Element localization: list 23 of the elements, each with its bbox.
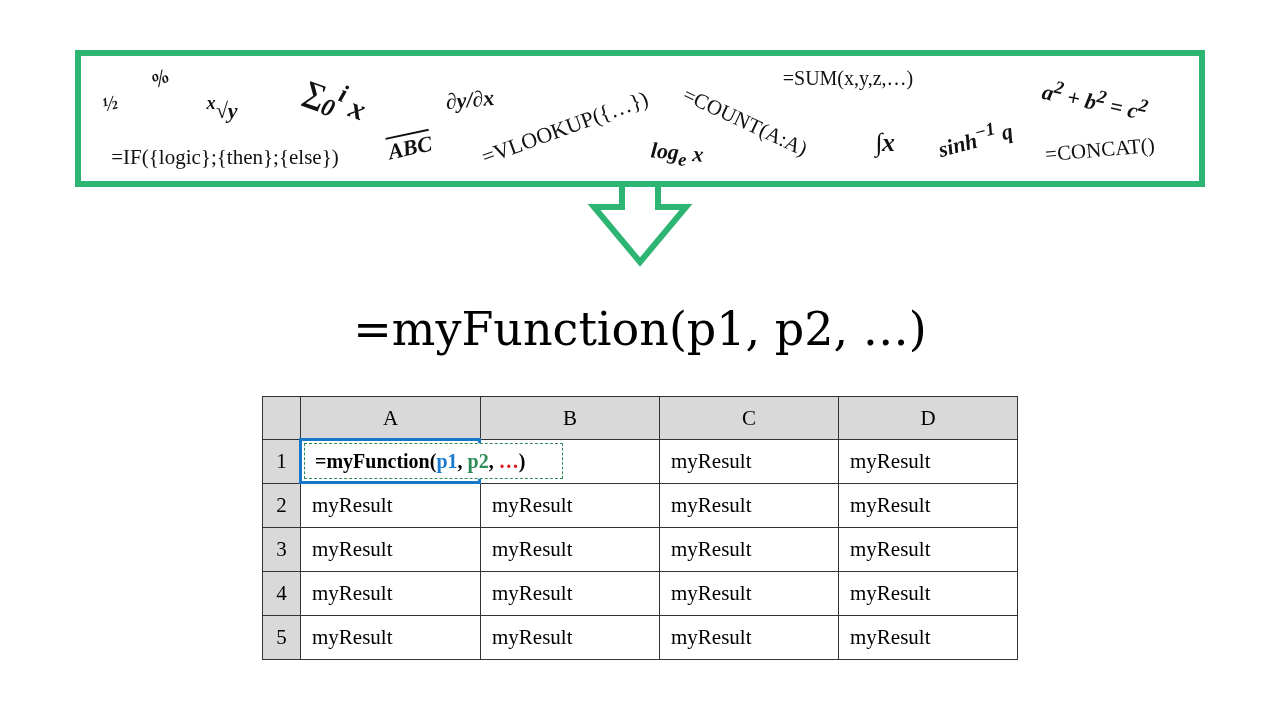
formula-text: ABC xyxy=(386,132,434,164)
formula-text: =CONCAT() xyxy=(1044,134,1156,166)
header-cell: 5 xyxy=(262,615,301,660)
formula-text: =IF({logic};{then};{else}) xyxy=(111,146,339,168)
formula-collection-box xyxy=(75,50,1205,187)
formula-text: ∫x xyxy=(874,130,896,156)
header-cell: 2 xyxy=(262,483,301,528)
function-heading: =myFunction(p1, p2, …) xyxy=(353,302,927,356)
formula-text: a$^{2}$ + b$^{2}$ = c$^{2}$ xyxy=(1040,75,1150,125)
formula-text: % xyxy=(147,65,173,91)
header-cell: C xyxy=(659,396,839,440)
formula-text: $^{x}$√y xyxy=(206,94,238,122)
formula-cell-entry: =myFunction(p1, p2, …) xyxy=(304,443,563,479)
header-cell: D xyxy=(838,396,1018,440)
header-cell: A xyxy=(300,396,481,440)
formula-text: =SUM(x,y,z,…) xyxy=(782,68,914,88)
table-cell: myResult xyxy=(838,615,1018,660)
header-cell: B xyxy=(480,396,660,440)
header-cell: 3 xyxy=(262,527,301,572)
header-cell: 1 xyxy=(262,439,301,484)
hollow-arrow xyxy=(587,184,693,267)
formula-text: ½ xyxy=(100,91,120,115)
header-cell: 4 xyxy=(262,571,301,616)
